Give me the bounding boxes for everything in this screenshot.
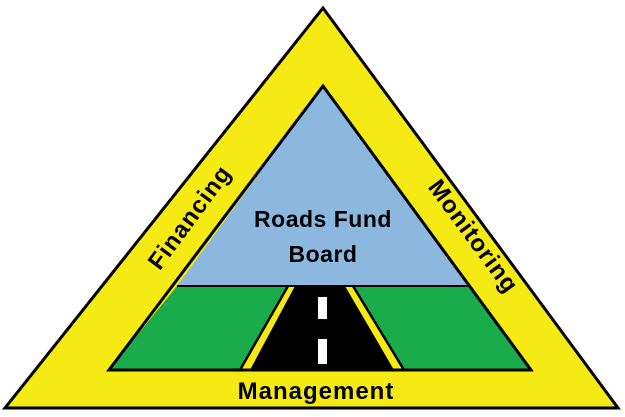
road [250,286,394,370]
road-left-divider [238,285,290,371]
center-title-line-2: Board [289,241,358,267]
inner-triangle-outline [105,83,534,372]
lane-marking-bottom [318,339,327,364]
road-right-divider [351,285,406,371]
inner-sky [177,86,469,286]
lane-marking-top [318,297,327,319]
center-title-line-1: Roads Fund [254,206,392,232]
side-label-management: Management [238,378,395,405]
